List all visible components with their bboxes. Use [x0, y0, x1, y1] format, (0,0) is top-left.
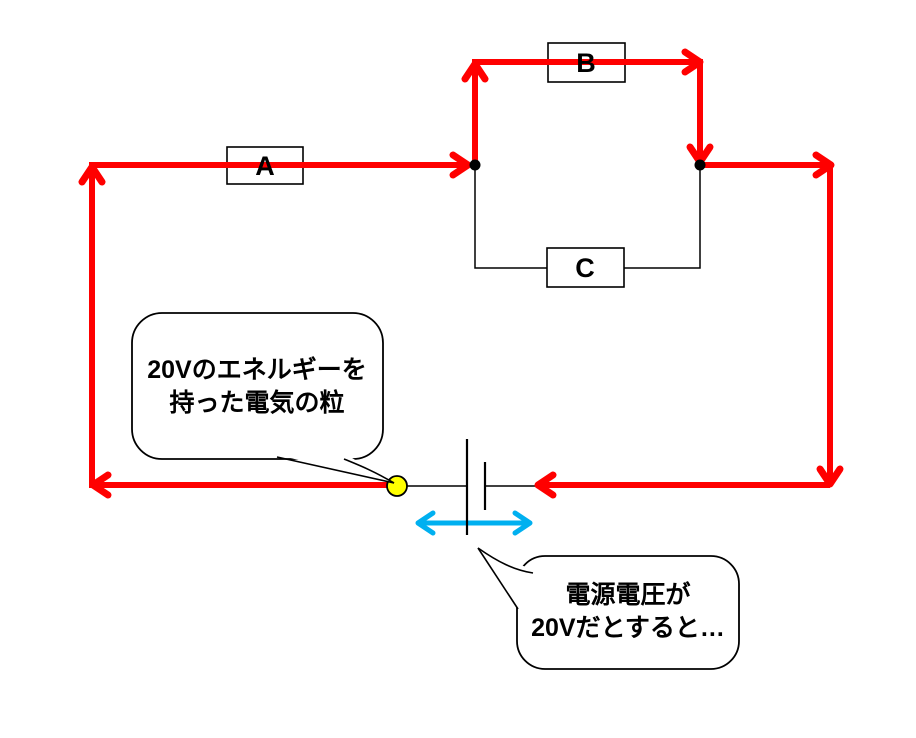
callout-source-text-line1: 電源電圧が	[565, 580, 690, 609]
callout-particle: 20Vのエネルギーを 持った電気の粒	[131, 312, 395, 484]
battery-symbol	[465, 439, 487, 535]
callout-source: 電源電圧が 20Vだとすると…	[477, 547, 740, 670]
component-label-c: C	[575, 253, 595, 283]
callout-particle-text-line1: 20Vのエネルギーを	[147, 356, 366, 384]
voltage-range-arrow	[415, 510, 533, 536]
current-arrowhead-right-branch-b	[681, 48, 704, 76]
component-box-c	[546, 247, 625, 288]
current-arrowhead-left-bottom-corner	[89, 471, 112, 499]
component-label-b: B	[576, 48, 596, 78]
current-arrowhead-down-right-side	[816, 465, 844, 488]
voltage-arrow-left-head	[415, 510, 436, 536]
junction-dot-right	[694, 159, 706, 171]
callout-source-text-line2: 20Vだとすると…	[531, 614, 725, 642]
callout-particle-tail-edge-lower	[276, 456, 395, 484]
current-arrowhead-up-branch-b	[461, 60, 489, 83]
red-wire-right-side	[700, 162, 833, 482]
callout-particle-text-line2: 持った電気の粒	[169, 388, 344, 417]
current-arrowhead-right-top-corner	[812, 151, 835, 179]
plain-wires	[406, 165, 701, 487]
component-label-a: A	[255, 151, 275, 181]
red-wire-branch-b	[472, 59, 703, 165]
callout-source-bubble	[516, 555, 740, 670]
current-arrowhead-left-into-battery	[534, 471, 557, 499]
callout-particle-bubble	[131, 312, 384, 460]
callout-source-tail-edge-lower	[477, 547, 519, 610]
charge-particle	[386, 475, 408, 497]
wire-branch-c-left	[474, 165, 547, 269]
current-arrowhead-right-into-junction	[449, 151, 472, 179]
current-arrowhead-up-left-side	[78, 163, 106, 186]
component-labels: A B C	[255, 48, 596, 283]
callout-particle-tail-edge-upper	[343, 458, 395, 484]
wire-branch-c-right	[623, 165, 701, 269]
voltage-arrow-right-head	[512, 510, 533, 536]
junction-dot-left	[469, 159, 481, 171]
callout-source-tail-fill	[478, 548, 536, 611]
callout-source-tail-edge-upper	[477, 547, 534, 574]
